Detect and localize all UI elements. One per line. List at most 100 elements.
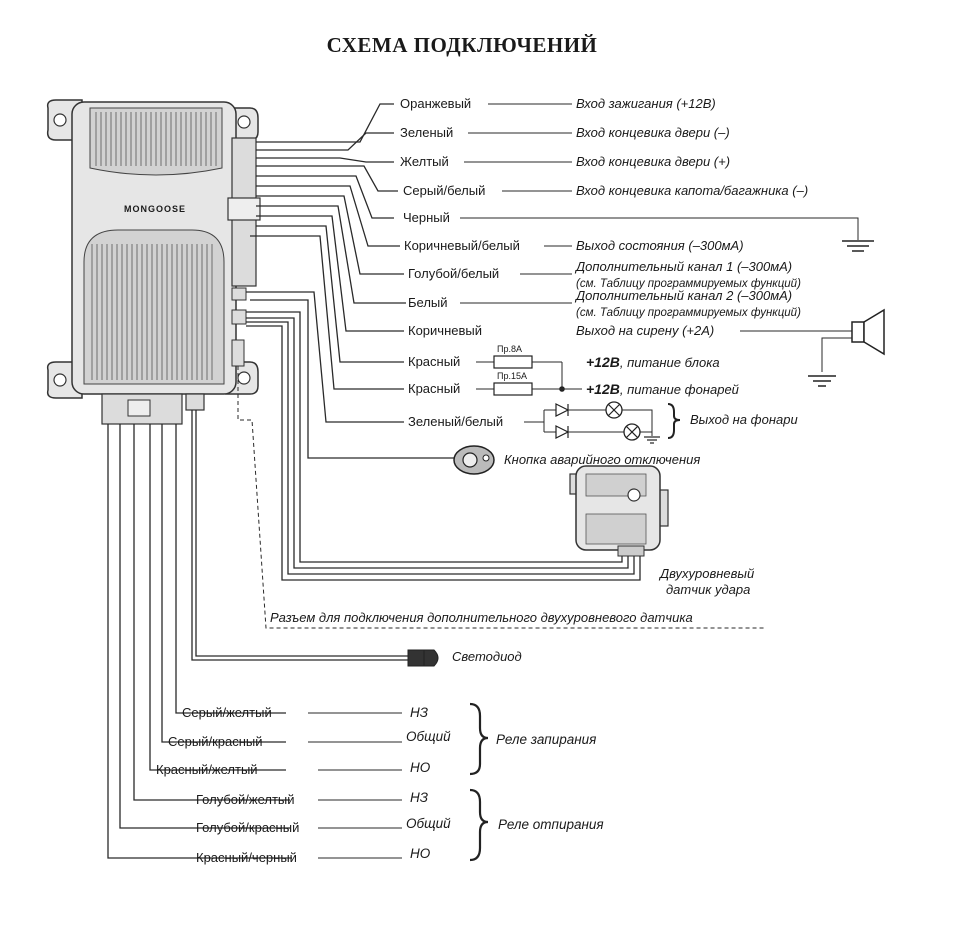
wire-button bbox=[250, 299, 458, 459]
wire-red-unit bbox=[256, 225, 404, 363]
wire-labels: Оранжевый Вход зажигания (+12В) Зеленый … bbox=[270, 96, 808, 664]
wire-ground-lead bbox=[460, 217, 859, 240]
wire-sensor bbox=[246, 311, 623, 563]
relay-wire-color: Серый/желтый bbox=[182, 705, 272, 720]
wire-brown bbox=[256, 215, 404, 332]
relay-contact: Общий bbox=[406, 816, 451, 831]
wire-sensor bbox=[246, 317, 629, 569]
wire-relay bbox=[175, 424, 286, 714]
ground-icon bbox=[808, 375, 836, 387]
emergency-button-icon bbox=[453, 445, 495, 475]
grille-lines bbox=[95, 112, 217, 166]
wire-brown-white bbox=[256, 185, 400, 247]
siren-icon bbox=[851, 308, 885, 356]
wire-relay bbox=[161, 424, 286, 743]
wire-relay bbox=[107, 424, 292, 859]
relay-lock-group: Серый/желтый НЗ Серый/красный Общий Крас… bbox=[156, 705, 596, 777]
wire-black bbox=[256, 175, 394, 219]
wire-green bbox=[256, 132, 394, 151]
connector-dashed-line bbox=[237, 366, 766, 629]
led-label: Светодиод bbox=[452, 649, 522, 664]
relay-wire-color: Красный/желтый bbox=[156, 762, 258, 777]
aux-connector bbox=[231, 287, 247, 301]
wire-function-label: Выход состояния (–300мА) bbox=[576, 238, 744, 253]
ground-icon bbox=[842, 240, 874, 252]
fuse-15a-icon bbox=[493, 382, 533, 396]
wire-relay bbox=[119, 424, 290, 829]
wire-function-label: +12В, питание фонарей bbox=[586, 381, 739, 397]
wire-relay bbox=[149, 424, 286, 771]
relay-wire-color: Голубой/красный bbox=[196, 820, 299, 835]
wire-relay bbox=[133, 424, 290, 801]
wire-function-label: +12В, питание блока bbox=[586, 354, 720, 370]
wire-function-label: Выход на фонари bbox=[690, 412, 798, 427]
wire-lead bbox=[622, 409, 653, 436]
alarm-control-unit: MONGOOSE bbox=[46, 99, 261, 425]
wire-function-label: Вход зажигания (+12В) bbox=[576, 96, 716, 111]
diagram-title: СХЕМА ПОДКЛЮЧЕНИЙ bbox=[327, 33, 598, 57]
wire-function-label: Вход концевика двери (+) bbox=[576, 154, 730, 169]
lower-grille bbox=[83, 229, 225, 385]
wire-function-label: Вход концевика капота/багажника (–) bbox=[576, 183, 808, 198]
connector-latch bbox=[127, 399, 151, 417]
relay-name: Реле запирания bbox=[496, 732, 596, 747]
fuse-label: Пр.8А bbox=[497, 344, 522, 354]
relay-wire-color: Серый/красный bbox=[168, 734, 263, 749]
wire-function-label: Дополнительный канал 2 (–300мА) bbox=[574, 288, 792, 303]
wire-orange bbox=[256, 103, 394, 143]
relay-contact: НЗ bbox=[410, 790, 429, 805]
wire-color-label: Белый bbox=[408, 295, 448, 310]
wire-color-label: Зеленый/белый bbox=[408, 414, 503, 429]
wire-color-label: Оранжевый bbox=[400, 96, 471, 111]
wire-white bbox=[256, 205, 406, 304]
wire-gray-white bbox=[256, 165, 398, 192]
mounting-hole bbox=[237, 371, 251, 385]
aux-connector bbox=[231, 309, 247, 325]
relay-wire-color: Голубой/желтый bbox=[196, 792, 295, 807]
wire-yellow bbox=[256, 157, 394, 163]
wire-note-label: (см. Таблицу программируемых функций) bbox=[576, 278, 801, 290]
fuse-label: Пр.15А bbox=[497, 371, 527, 381]
relay-contact: НО bbox=[410, 760, 431, 775]
sensor-label: Двухуровневый bbox=[658, 566, 754, 581]
shock-sensor-icon bbox=[569, 465, 669, 557]
wire-sensor bbox=[246, 321, 635, 575]
wire-color-label: Черный bbox=[403, 210, 450, 225]
ground-icon bbox=[644, 436, 660, 444]
wire-function-label: Дополнительный канал 1 (–300мА) bbox=[574, 259, 792, 274]
lamp-icon bbox=[623, 423, 641, 441]
relay-name: Реле отпирания bbox=[498, 817, 604, 832]
wire-color-label: Коричневый/белый bbox=[404, 238, 520, 253]
grille-lines bbox=[91, 244, 213, 380]
wire-color-label: Зеленый bbox=[400, 125, 453, 140]
mounting-hole bbox=[53, 373, 67, 387]
wire-siren-ground bbox=[821, 337, 852, 372]
connector-latch bbox=[227, 197, 261, 221]
wire-green-white bbox=[246, 291, 404, 423]
led-connector bbox=[185, 393, 205, 411]
wire-led bbox=[191, 410, 408, 661]
wire-color-label: Желтый bbox=[400, 154, 449, 169]
mounting-hole bbox=[53, 113, 67, 127]
wire-color-label: Красный bbox=[408, 381, 460, 396]
brace-icon bbox=[469, 702, 489, 776]
relay-contact: Общий bbox=[406, 729, 451, 744]
diode-icon bbox=[543, 403, 570, 439]
relay-contact: НЗ bbox=[410, 705, 429, 720]
wire-sensor bbox=[246, 325, 641, 581]
relay-contact: НО bbox=[410, 846, 431, 861]
relay-wire-color: Красный/черный bbox=[196, 850, 297, 865]
wire-color-label: Голубой/белый bbox=[408, 266, 499, 281]
wire-red-lights bbox=[250, 235, 404, 390]
button-label: Кнопка аварийного отключения bbox=[504, 452, 700, 467]
wire-function-label: Выход на сирену (+2А) bbox=[576, 323, 714, 338]
sensor-connector bbox=[231, 339, 245, 367]
wire-color-label: Коричневый bbox=[408, 323, 482, 338]
lamp-icon bbox=[605, 401, 623, 419]
wire-color-label: Серый/белый bbox=[403, 183, 485, 198]
brace-icon bbox=[469, 788, 489, 862]
fuse-8a-icon bbox=[493, 355, 533, 369]
wire-bundle bbox=[107, 103, 885, 862]
brace-icon bbox=[667, 403, 681, 439]
wire-blue-white bbox=[256, 195, 404, 275]
